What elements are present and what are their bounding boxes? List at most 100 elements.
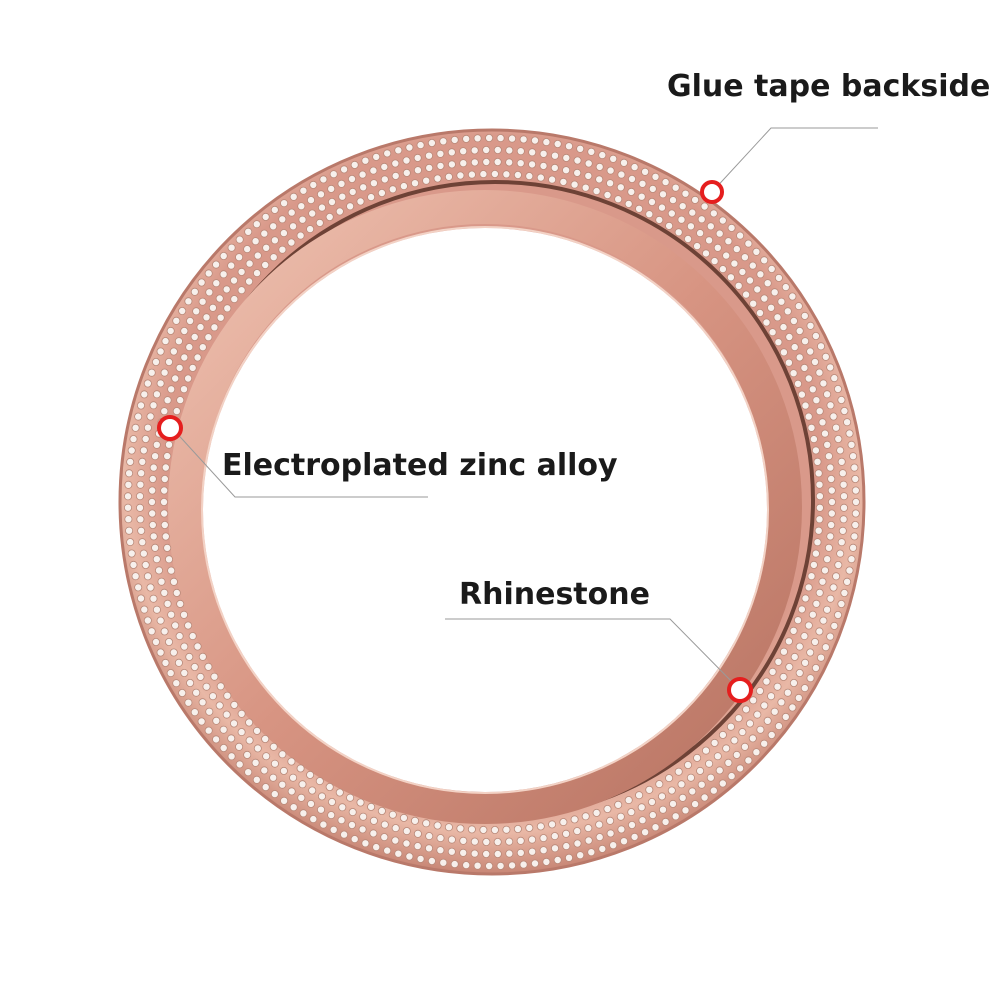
rhinestone: [327, 197, 336, 206]
rhinestone: [732, 750, 741, 759]
rhinestone: [818, 418, 827, 427]
rhinestone: [684, 761, 693, 770]
rhinestone: [327, 811, 336, 820]
rhinestone: [227, 261, 236, 270]
rhinestone: [184, 297, 193, 306]
rhinestone: [278, 245, 287, 254]
rhinestone: [444, 823, 453, 832]
rhinestone: [306, 770, 315, 779]
rhinestone: [299, 809, 308, 818]
rhinestone: [269, 742, 278, 751]
rhinestone: [669, 799, 678, 808]
rhinestone: [598, 844, 607, 853]
rhinestone: [821, 352, 830, 361]
rhinestone: [801, 401, 810, 410]
rhinestone: [804, 621, 813, 630]
rhinestone: [413, 842, 422, 851]
rhinestone: [125, 469, 134, 478]
rhinestone: [164, 638, 173, 647]
rhinestone: [269, 222, 278, 231]
rhinestone: [789, 626, 798, 635]
rhinestone: [823, 390, 832, 399]
rhinestone: [388, 185, 397, 194]
rhinestone: [439, 858, 448, 867]
rhinestone: [536, 173, 545, 182]
rhinestone: [710, 738, 719, 747]
rhinestone: [830, 374, 839, 383]
rhinestone: [774, 338, 783, 347]
rhinestone: [832, 572, 841, 581]
rhinestone: [433, 174, 442, 183]
rhinestone: [823, 440, 832, 449]
rhinestone: [383, 149, 392, 158]
rhinestone: [367, 802, 376, 811]
rhinestone: [237, 709, 246, 718]
rhinestone: [262, 243, 271, 252]
ring-inner-bevel: [168, 190, 802, 824]
rhinestone: [306, 196, 315, 205]
rhinestone: [143, 423, 152, 432]
rhinestone: [606, 179, 615, 188]
rhinestone: [208, 303, 217, 312]
rhinestone: [309, 815, 318, 824]
rhinestone: [718, 265, 727, 274]
rhinestone: [637, 803, 646, 812]
rhinestone: [450, 135, 459, 144]
rhinestone: [665, 221, 674, 230]
rhinestone: [774, 273, 783, 282]
rhinestone: [479, 825, 488, 834]
rhinestone: [767, 692, 776, 701]
rhinestone: [762, 318, 771, 327]
rhinestone: [838, 469, 847, 478]
rhinestone: [638, 816, 647, 825]
rhinestone: [473, 861, 482, 870]
rhinestone: [174, 658, 183, 667]
rhinestone: [167, 610, 176, 619]
rhinestone: [160, 588, 169, 597]
rhinestone: [493, 157, 502, 166]
rhinestone: [152, 390, 161, 399]
rhinestone: [697, 780, 706, 789]
rhinestone: [767, 303, 776, 312]
rhinestone: [169, 648, 178, 657]
rhinestone: [815, 407, 824, 416]
rhinestone: [193, 642, 202, 651]
rhinestone: [356, 798, 365, 807]
rhinestone: [493, 145, 502, 154]
rhinestone: [513, 825, 522, 834]
rhinestone: [834, 384, 843, 393]
rhinestone: [760, 256, 769, 265]
rhinestone: [826, 632, 835, 641]
rhinestone: [470, 849, 479, 858]
rhinestone: [216, 313, 225, 322]
rhinestone: [245, 718, 254, 727]
rhinestone: [812, 599, 821, 608]
rhinestone: [713, 243, 722, 252]
rhinestone: [338, 192, 347, 201]
rhinestone: [447, 148, 456, 157]
rhinestone: [686, 222, 695, 231]
rhinestone: [190, 287, 199, 296]
rhinestone: [136, 515, 145, 524]
rhinestone: [348, 808, 357, 817]
rhinestone: [617, 825, 626, 834]
ring-center: [203, 228, 767, 792]
rhinestone: [467, 825, 476, 834]
rhinestone: [779, 323, 788, 332]
rhinestone: [525, 172, 534, 181]
rhinestone: [550, 163, 559, 172]
rhinestone: [350, 160, 359, 169]
rhinestone: [562, 829, 571, 838]
rhinestone: [149, 532, 158, 541]
rhinestone: [528, 835, 537, 844]
rhinestone: [141, 434, 150, 443]
rhinestone: [837, 538, 846, 547]
rhinestone: [551, 151, 560, 160]
rhinestone: [427, 138, 436, 147]
rhinestone: [196, 672, 205, 681]
rhinestone: [164, 555, 173, 564]
rhinestone: [774, 722, 783, 731]
rhinestone: [826, 594, 835, 603]
rhinestone: [606, 829, 615, 838]
